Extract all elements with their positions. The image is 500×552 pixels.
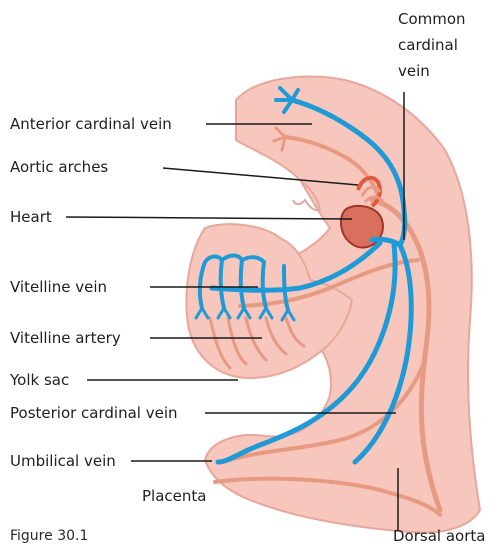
- label-common-cardinal-line2: cardinal: [398, 36, 458, 54]
- label-vitelline-vein: Vitelline vein: [10, 278, 107, 296]
- label-anterior-cardinal-vein: Anterior cardinal vein: [10, 115, 172, 133]
- leader-heart: [66, 217, 352, 219]
- label-posterior-cardinal-vein: Posterior cardinal vein: [10, 404, 178, 422]
- label-umbilical-vein: Umbilical vein: [10, 452, 116, 470]
- label-aortic-arches: Aortic arches: [10, 158, 108, 176]
- label-common-cardinal-line1: Common: [398, 10, 466, 28]
- label-common-cardinal-line3: vein: [398, 62, 430, 80]
- label-heart: Heart: [10, 208, 52, 226]
- label-dorsal-aorta: Dorsal aorta: [393, 527, 485, 545]
- label-vitelline-artery: Vitelline artery: [10, 329, 121, 347]
- figure-caption: Figure 30.1: [10, 528, 88, 544]
- label-placenta: Placenta: [142, 487, 206, 505]
- label-yolk-sac: Yolk sac: [10, 371, 69, 389]
